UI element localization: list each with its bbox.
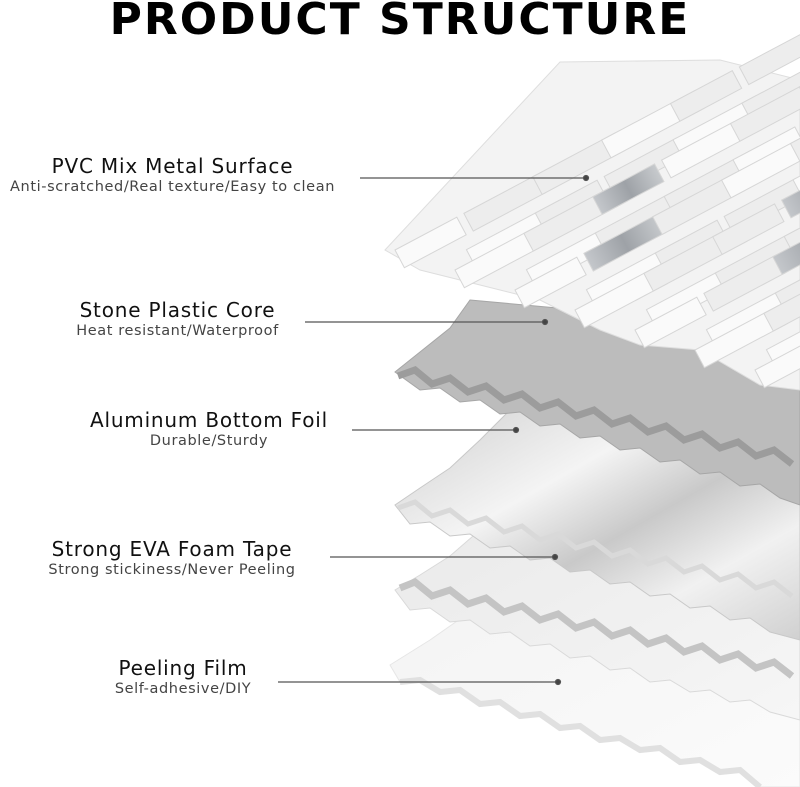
metal-strip bbox=[772, 211, 800, 276]
layer-label-peeling-film: Peeling Film Self-adhesive/DIY bbox=[102, 656, 264, 698]
layer-name: Stone Plastic Core bbox=[79, 298, 276, 322]
layer-description: Durable/Sturdy bbox=[149, 433, 269, 449]
marble-strip bbox=[783, 185, 800, 255]
marble-strip bbox=[789, 109, 800, 162]
marble-strips bbox=[394, 27, 800, 389]
layer-label-aluminum-foil: Aluminum Bottom Foil Durable/Sturdy bbox=[80, 408, 338, 450]
pvc-metal-surface-layer bbox=[384, 27, 800, 391]
layer-name: Aluminum Bottom Foil bbox=[89, 408, 328, 432]
marble-strip bbox=[763, 262, 800, 332]
marble-strip bbox=[669, 69, 743, 122]
marble-strip bbox=[792, 135, 800, 199]
metal-strip bbox=[780, 160, 800, 219]
layer-name: PVC Mix Metal Surface bbox=[51, 154, 294, 178]
marble-strip bbox=[712, 203, 785, 256]
leader-lines bbox=[278, 174, 590, 686]
layer-name: Peeling Film bbox=[118, 656, 248, 680]
marble-strip bbox=[634, 296, 707, 349]
layer-label-pvc-surface: PVC Mix Metal Surface Anti-scratched/Rea… bbox=[0, 154, 345, 196]
marble-strip bbox=[514, 256, 587, 309]
layer-description: Strong stickiness/Never Peeling bbox=[48, 562, 296, 578]
layer-name: Strong EVA Foam Tape bbox=[51, 537, 293, 561]
layer-description: Heat resistant/Waterproof bbox=[76, 323, 279, 339]
layer-description: Anti-scratched/Real texture/Easy to clea… bbox=[10, 179, 335, 195]
page-title: PRODUCT STRUCTURE bbox=[109, 0, 691, 45]
marble-strip bbox=[738, 27, 800, 86]
layer-label-stone-core: Stone Plastic Core Heat resistant/Waterp… bbox=[60, 298, 295, 340]
metal-strip bbox=[592, 163, 665, 216]
marble-strip bbox=[394, 216, 467, 269]
marble-strip bbox=[754, 336, 800, 389]
layer-label-eva-foam: Strong EVA Foam Tape Strong stickiness/N… bbox=[38, 537, 306, 579]
layer-description: Self-adhesive/DIY bbox=[114, 681, 252, 697]
